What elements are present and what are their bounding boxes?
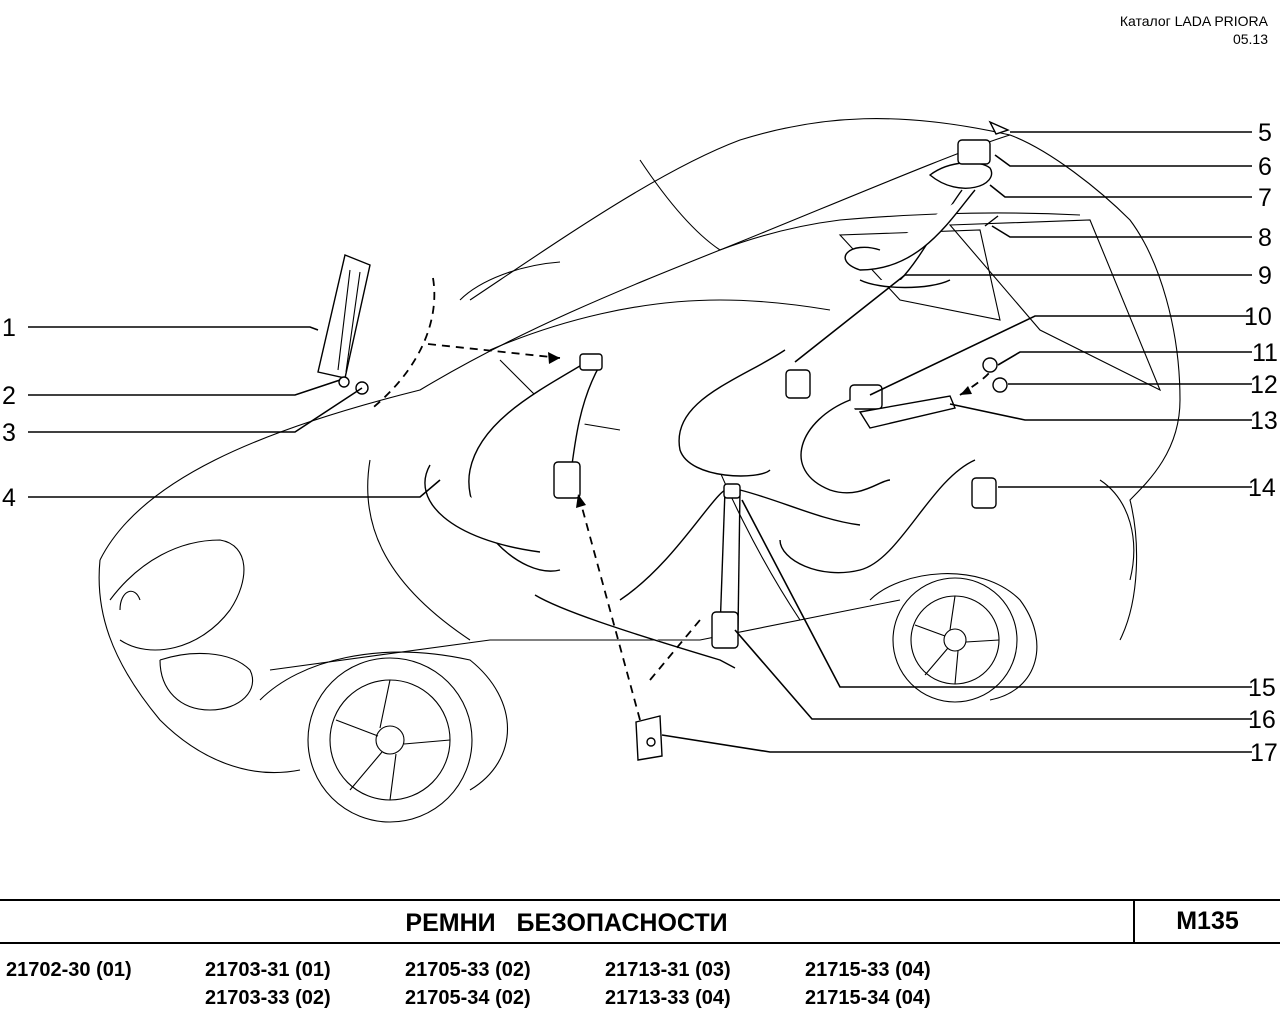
model-column-5: 21715-33 (04) 21715-34 (04) (805, 956, 931, 1012)
callout-14: 14 (1248, 474, 1276, 502)
title-bar: РЕМНИ БЕЗОПАСНОСТИ М135 (0, 899, 1280, 944)
model-code: 21713-33 (04) (605, 987, 731, 1009)
model-code: 21703-33 (02) (205, 987, 331, 1009)
callout-10: 10 (1244, 303, 1272, 331)
car-body (98, 118, 1181, 791)
leader-lines (28, 131, 1252, 753)
callout-6: 6 (1258, 153, 1272, 181)
model-column-2: 21703-31 (01) 21703-33 (02) (205, 956, 331, 1012)
callout-9: 9 (1258, 262, 1272, 290)
front-seat-belt (424, 353, 736, 669)
buckle-cover (635, 715, 663, 761)
catalog-title: Каталог LADA PRIORA (1119, 13, 1268, 29)
upper-belt-assembly (844, 120, 1010, 289)
callout-7: 7 (1258, 184, 1272, 212)
model-code: 21715-33 (04) (805, 959, 931, 981)
catalog-date: 05.13 (1232, 31, 1268, 47)
callout-12: 12 (1250, 371, 1278, 399)
callout-8: 8 (1258, 224, 1272, 252)
dashed-pointers (369, 277, 991, 721)
model-code: 21703-31 (01) (205, 959, 331, 981)
callout-17: 17 (1250, 739, 1278, 767)
rear-seat-belts (678, 349, 997, 649)
model-code: 21702-30 (01) (6, 959, 132, 981)
page-code: М135 (1133, 901, 1280, 942)
callout-5: 5 (1258, 119, 1272, 147)
front-wheel (307, 657, 473, 823)
height-adjuster (317, 254, 1008, 395)
model-column-4: 21713-31 (03) 21713-33 (04) (605, 956, 731, 1012)
seat-belt-diagram: 1 2 3 4 5 6 7 8 9 10 11 12 13 14 15 16 1… (2, 118, 1278, 823)
callout-4: 4 (2, 484, 16, 512)
model-code: 21705-34 (02) (405, 987, 531, 1009)
callout-11: 11 (1252, 339, 1278, 367)
model-column-3: 21705-33 (02) 21705-34 (02) (405, 956, 531, 1012)
rear-wheel (892, 577, 1018, 703)
callout-labels: 1 2 3 4 5 6 7 8 9 10 11 12 13 14 15 16 1… (2, 119, 1278, 767)
callout-3: 3 (2, 419, 16, 447)
callout-1: 1 (2, 314, 16, 342)
model-column-1: 21702-30 (01) (6, 956, 132, 984)
callout-2: 2 (2, 382, 16, 410)
page-title: РЕМНИ БЕЗОПАСНОСТИ (405, 909, 728, 937)
callout-16: 16 (1248, 706, 1276, 734)
callout-13: 13 (1250, 407, 1278, 435)
model-code: 21715-34 (04) (805, 987, 931, 1009)
model-code: 21705-33 (02) (405, 959, 531, 981)
callout-15: 15 (1248, 674, 1276, 702)
catalog-header: Каталог LADA PRIORA 05.13 (1120, 12, 1268, 48)
model-code: 21713-31 (03) (605, 959, 731, 981)
